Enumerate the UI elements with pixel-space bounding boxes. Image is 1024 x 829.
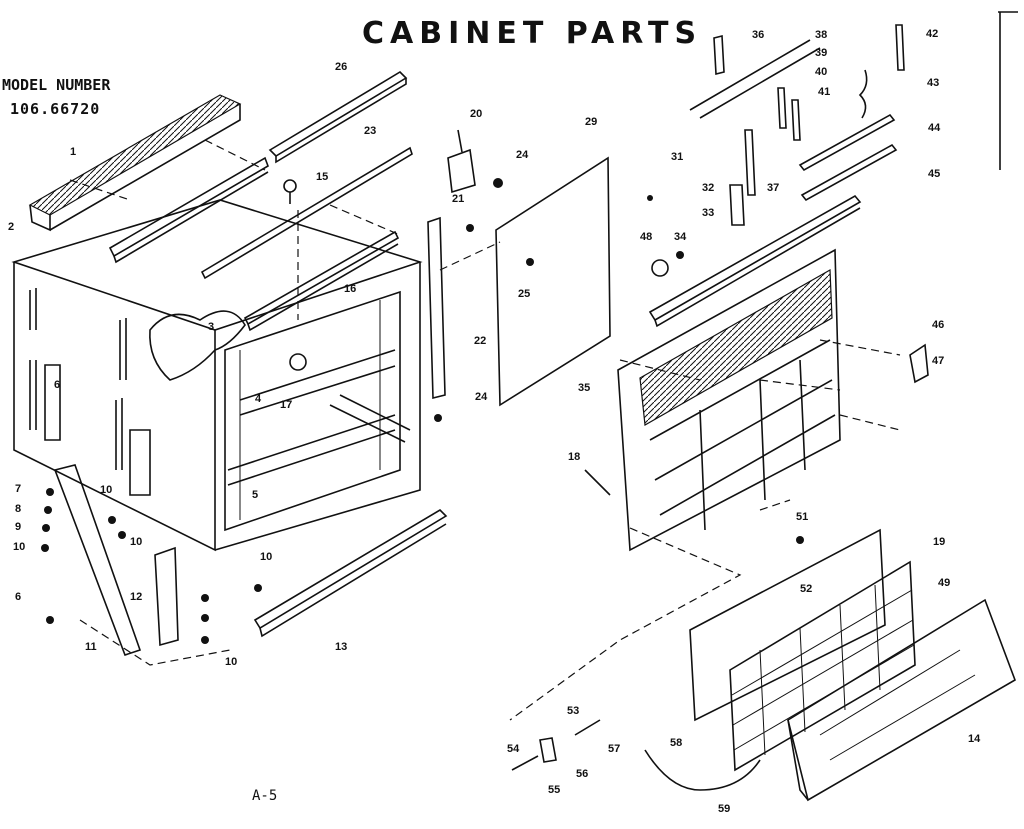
callout: 10	[13, 541, 25, 553]
callout: 58	[670, 737, 682, 749]
part-52-filter-frame	[689, 528, 886, 722]
part-22-post	[427, 216, 446, 400]
callout: 55	[548, 784, 560, 796]
part-33-rail	[648, 194, 862, 328]
model-number-value: 106.66720	[10, 100, 101, 118]
part-18-fastener	[584, 469, 611, 496]
callout: 56	[576, 768, 588, 780]
callout: 23	[364, 125, 376, 137]
callout: 18	[568, 451, 580, 463]
callout: 57	[608, 743, 620, 755]
callout: 6	[15, 591, 21, 603]
part-29-side-panel	[495, 156, 611, 407]
callout: 24	[475, 391, 488, 403]
callout: 33	[702, 207, 714, 219]
callout: 51	[796, 511, 808, 523]
callout: 15	[316, 171, 328, 183]
callout: 8	[15, 503, 21, 515]
callout: 53	[567, 705, 579, 717]
page-code: A-5	[252, 788, 278, 804]
callout: 10	[260, 551, 272, 563]
callout: 2	[8, 221, 14, 233]
callout: 36	[752, 29, 764, 41]
callout: 13	[335, 641, 347, 653]
callout: 5	[252, 489, 258, 501]
part-51-screw	[796, 536, 804, 544]
callout: 19	[933, 536, 945, 548]
callout: 20	[470, 108, 482, 120]
page-border-mark	[998, 11, 1018, 170]
part-13-lower-rail	[253, 508, 448, 638]
cabinet-shell	[11, 199, 423, 552]
model-number-label: MODEL NUMBER	[2, 76, 111, 94]
part-49-filter-grid	[729, 560, 916, 772]
callout: 10	[100, 484, 112, 496]
part-25-screw	[526, 258, 534, 266]
part-35-front-grille	[617, 248, 841, 552]
callout: 10	[130, 536, 142, 548]
callout: 16	[344, 283, 356, 295]
callout: 3	[208, 321, 214, 333]
callout: 43	[927, 77, 939, 89]
callout: 4	[255, 393, 262, 405]
callout: 22	[474, 335, 486, 347]
callout: 47	[932, 355, 944, 367]
callout: 1	[70, 146, 76, 158]
assembly-lines	[69, 139, 901, 721]
callout: 40	[815, 66, 827, 78]
callout: 54	[507, 743, 520, 755]
callout: 14	[968, 733, 981, 745]
callout: 45	[928, 168, 940, 180]
part-24-screw-upper	[493, 178, 503, 188]
callout: 29	[585, 116, 597, 128]
callout: 32	[702, 182, 714, 194]
part-26-rail	[268, 70, 408, 164]
callout: 44	[928, 122, 941, 134]
callout: 12	[130, 591, 142, 603]
callout: 21	[452, 193, 464, 205]
callout: 39	[815, 47, 827, 59]
callout: 49	[938, 577, 950, 589]
part-21-screw	[466, 224, 474, 232]
callout: 46	[932, 319, 944, 331]
callout: 17	[280, 399, 292, 411]
callout: 26	[335, 61, 347, 73]
callout: 31	[671, 151, 683, 163]
callout: 24	[516, 149, 529, 161]
parts-31-34-48-clips	[647, 184, 745, 277]
callout: 7	[15, 483, 21, 495]
callout: 59	[718, 803, 730, 815]
part-24-screw-lower	[434, 414, 442, 422]
part-16-rail	[243, 230, 400, 332]
callout: 37	[767, 182, 779, 194]
part-47-clip	[909, 343, 929, 384]
diagram-title: CABINET PARTS	[362, 16, 703, 51]
parts-36-45-hardware	[689, 24, 905, 202]
callout: 48	[640, 231, 652, 243]
callout: 35	[578, 382, 590, 394]
callout-labels: 1 2 3 4 5 6 7 8 9 10 10 10 10 10 11 12 1…	[8, 28, 981, 815]
callout: 9	[15, 521, 21, 533]
callout: 42	[926, 28, 938, 40]
part-rail-upper	[108, 156, 269, 264]
part-14-front-panel	[787, 598, 1016, 802]
callout: 41	[818, 86, 830, 98]
callout: 52	[800, 583, 812, 595]
callout: 11	[85, 641, 97, 653]
part-1-top-rail	[28, 94, 242, 232]
parts-53-59-hardware	[511, 719, 761, 791]
callout: 38	[815, 29, 827, 41]
callout: 10	[225, 656, 237, 668]
part-15-screw	[283, 179, 297, 204]
parts-6-12-bracket	[41, 464, 262, 657]
callout: 34	[674, 231, 687, 243]
callout: 25	[518, 288, 530, 300]
part-23-strip	[200, 146, 413, 280]
callout: 6	[54, 379, 60, 391]
part-20-bracket	[447, 129, 476, 194]
